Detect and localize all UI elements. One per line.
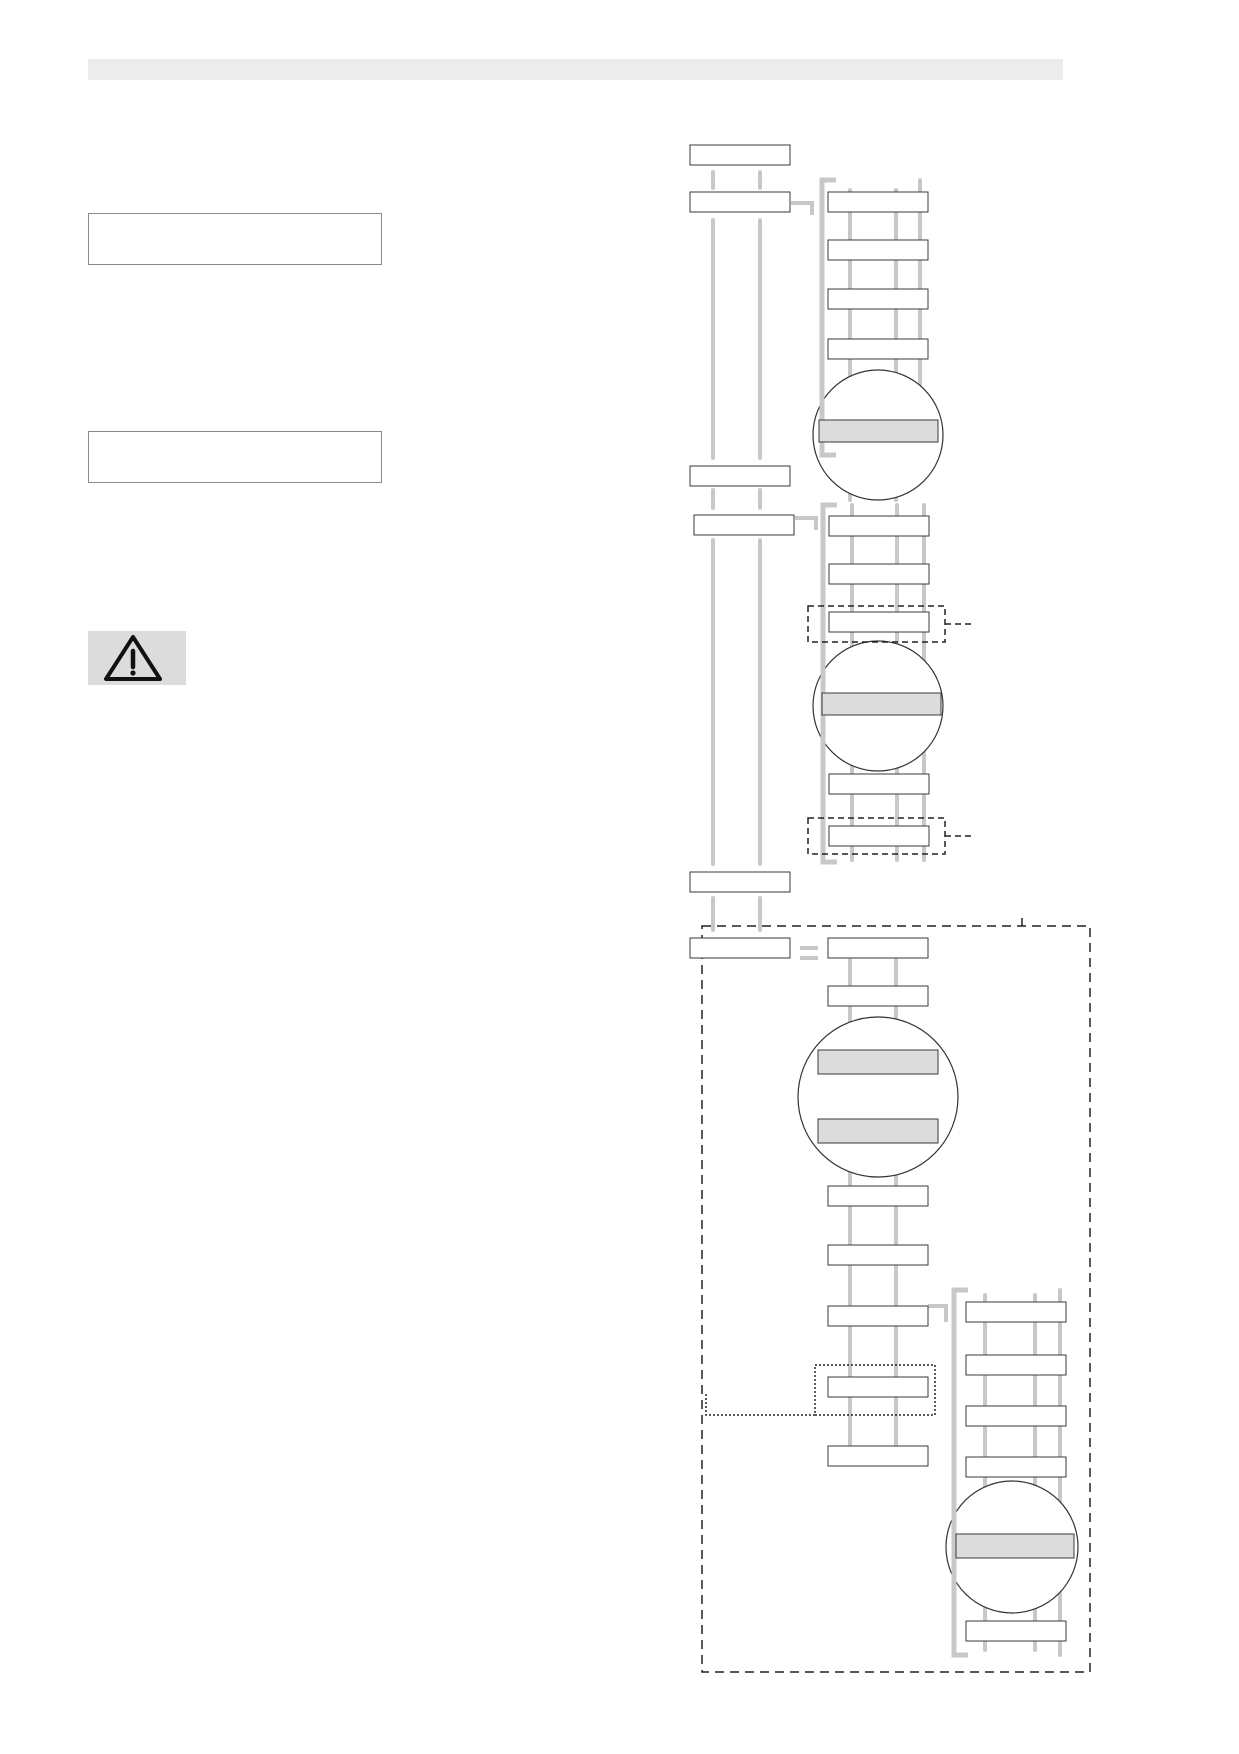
branch-a-item (827, 239, 929, 261)
level-1-item (689, 191, 791, 213)
branch-a-link (791, 201, 814, 215)
branch-c-sub-item (965, 1301, 1067, 1323)
dashed-outline-c (701, 925, 1091, 1673)
info-box-1 (88, 213, 382, 265)
branch-c-item (827, 937, 929, 959)
zoom-circle-c (797, 1016, 959, 1178)
branch-a-item (827, 191, 929, 213)
branch-b-link (795, 516, 818, 530)
branch-b-item (828, 515, 930, 537)
dashed-group-b1 (807, 605, 946, 643)
branch-a-item (827, 338, 929, 360)
branch-b-item (828, 563, 930, 585)
branch-c-item (827, 985, 929, 1007)
branch-c-sub-link (928, 1304, 948, 1322)
branch-b-item (828, 825, 930, 847)
branch-c-item (827, 1305, 929, 1327)
level-1-item (689, 871, 791, 893)
branch-c-item (827, 1185, 929, 1207)
branch-b-item (828, 611, 930, 633)
branch-c-sub-item (965, 1456, 1067, 1478)
branch-c-sub-item (965, 1405, 1067, 1427)
branch-c-sub-item (965, 1354, 1067, 1376)
info-box-2 (88, 431, 382, 483)
branch-c-item (827, 1376, 929, 1398)
branch-c-equal-link (800, 946, 818, 960)
branch-c-sub-bracket (951, 1287, 968, 1658)
branch-b-bracket (820, 502, 837, 865)
menu-boxes (689, 144, 1075, 1642)
branch-c-sub-item (965, 1620, 1067, 1642)
branch-c-highlight-item-1 (817, 1049, 939, 1075)
dashed-group-b2 (807, 817, 946, 855)
branch-c-item (827, 1445, 929, 1467)
branch-c-highlight-item-2 (817, 1118, 939, 1144)
branch-a-highlight-item (818, 419, 939, 443)
branch-a-item (827, 288, 929, 310)
level-1-item (693, 514, 795, 536)
branch-c-sub-highlight-item (955, 1533, 1075, 1559)
branch-c-item (827, 1244, 929, 1266)
level-1-item (689, 465, 791, 487)
level-1-item (689, 937, 791, 959)
warning-panel (88, 631, 186, 685)
branch-a-bracket (819, 177, 836, 458)
level-1-item (689, 144, 791, 166)
branch-b-item (828, 773, 930, 795)
header-bar (88, 59, 1063, 80)
dashed-outlines (701, 177, 1091, 1673)
warning-triangle-icon (104, 635, 162, 681)
dotted-group-c (814, 1364, 936, 1416)
branch-b-highlight-item (821, 692, 942, 716)
dotted-leader-c (705, 1392, 815, 1416)
